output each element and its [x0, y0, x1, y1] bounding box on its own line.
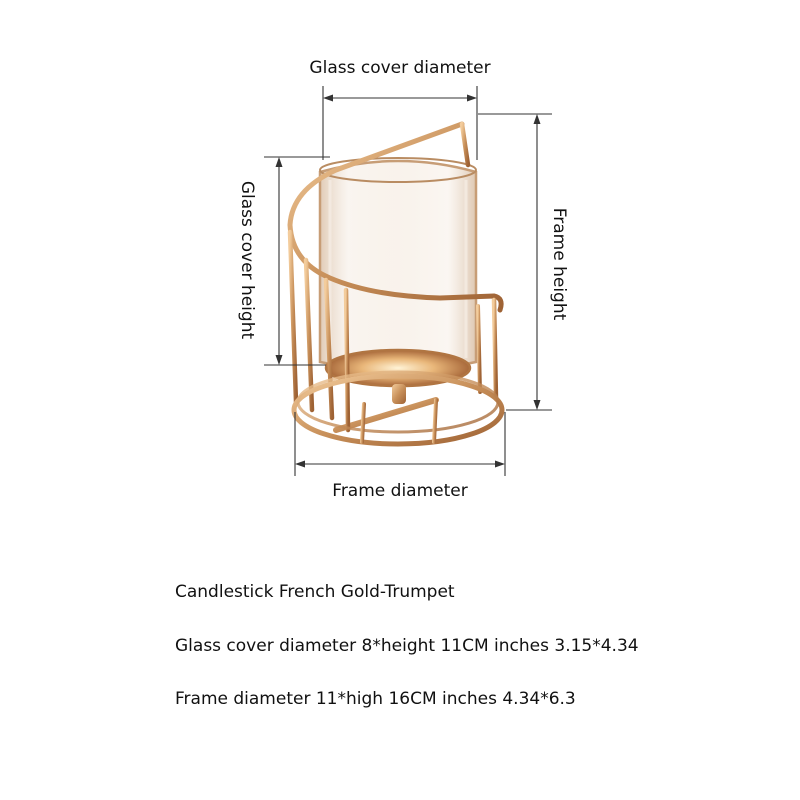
frame-diameter-label: Frame diameter: [332, 481, 468, 501]
glass-diameter-dimension: [322, 86, 478, 160]
glass-cover-diameter-label: Glass cover diameter: [309, 58, 491, 78]
frame-spec: Frame diameter 11*high 16CM inches 4.34*…: [175, 689, 576, 709]
glass-height-dimension: [264, 156, 330, 366]
frame-height-dimension: [478, 113, 552, 411]
glass-cover: [318, 157, 478, 372]
frame-spiral: [287, 121, 504, 433]
glass-cover-height-label: Glass cover height: [237, 180, 257, 340]
frame-bottom-ring: [291, 370, 505, 447]
product-title: Candlestick French Gold-Trumpet: [175, 582, 455, 602]
glass-cover-spec: Glass cover diameter 8*height 11CM inche…: [175, 636, 639, 656]
dimension-lines: [264, 86, 552, 476]
frame-diameter-dimension: [294, 412, 506, 476]
frame-height-label: Frame height: [549, 207, 569, 321]
